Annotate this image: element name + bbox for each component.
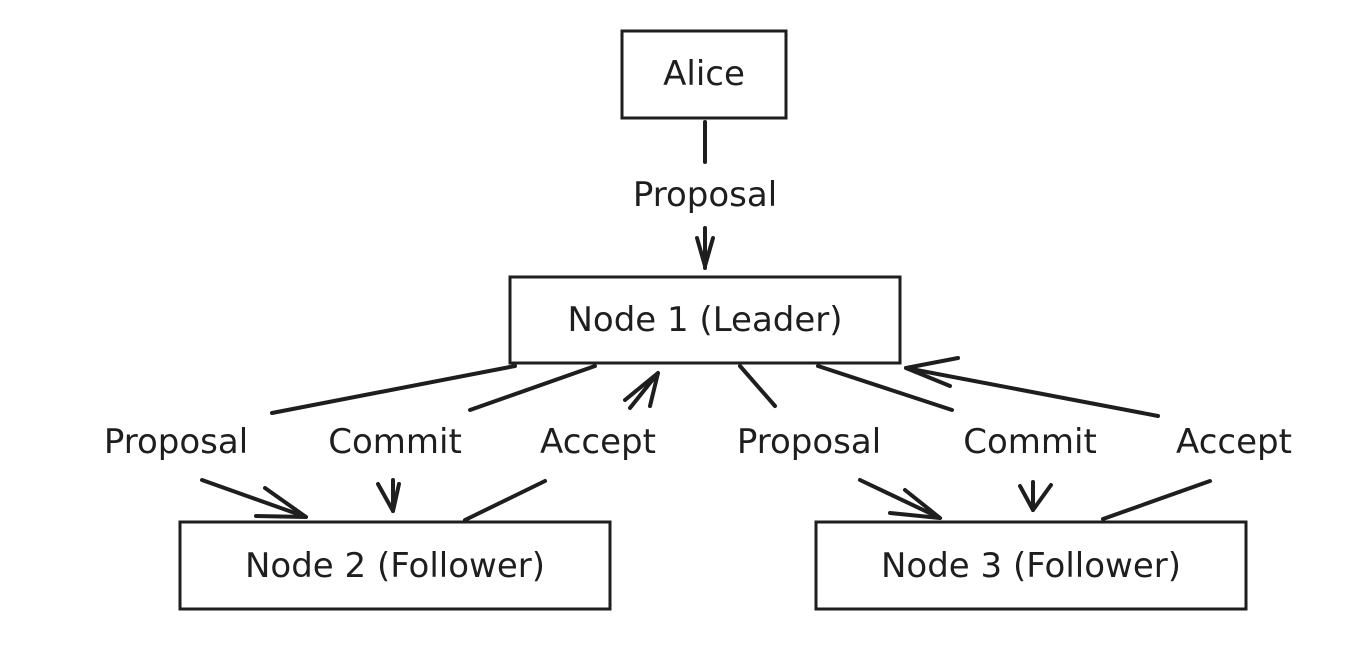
node-follower-2-label: Node 2 (Follower) bbox=[245, 546, 545, 586]
node-leader-label: Node 1 (Leader) bbox=[567, 300, 842, 340]
node-follower-3-label: Node 3 (Follower) bbox=[881, 546, 1181, 586]
node-alice: Alice bbox=[620, 29, 788, 120]
node-alice-label: Alice bbox=[663, 54, 745, 94]
edge-node2-to-leader-accept bbox=[463, 371, 660, 522]
edge-label-node3-commit: Commit bbox=[963, 422, 1097, 462]
edge-label-node2-proposal: Proposal bbox=[104, 422, 248, 462]
edge-leader-to-node3-commit bbox=[816, 364, 1053, 512]
edge-leader-to-node3-proposal bbox=[738, 364, 942, 520]
edge-label-alice-proposal: Proposal bbox=[633, 175, 777, 215]
node-leader: Node 1 (Leader) bbox=[508, 275, 902, 365]
edge-label-node2-accept: Accept bbox=[540, 422, 656, 462]
edge-alice-to-leader bbox=[695, 120, 715, 270]
edge-node3-to-leader-accept bbox=[904, 356, 1212, 521]
edge-leader-to-node2-commit bbox=[376, 364, 597, 513]
edge-leader-to-node2-proposal bbox=[200, 364, 517, 519]
edge-label-node2-commit: Commit bbox=[328, 422, 462, 462]
node-follower-2: Node 2 (Follower) bbox=[178, 520, 612, 611]
edge-label-node3-accept: Accept bbox=[1176, 422, 1292, 462]
edge-label-node3-proposal: Proposal bbox=[737, 422, 881, 462]
node-follower-3: Node 3 (Follower) bbox=[814, 520, 1248, 611]
